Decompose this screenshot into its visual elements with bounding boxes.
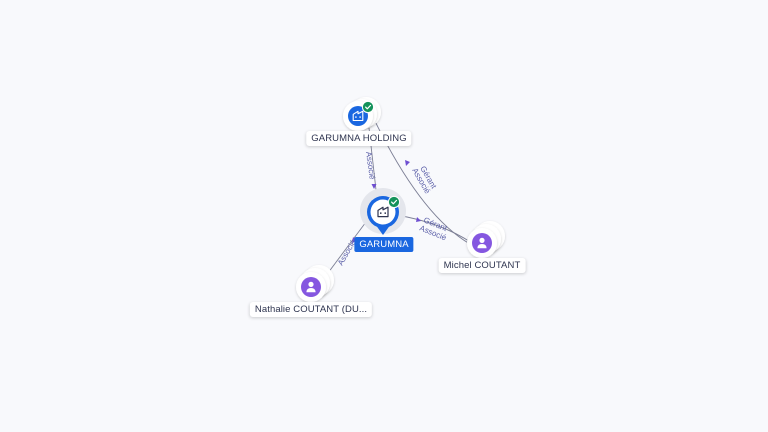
node-michel-coutant[interactable] — [467, 221, 505, 258]
building-icon — [348, 106, 368, 126]
edge-holding-main-label: Associé — [364, 151, 377, 181]
person-icon — [472, 233, 492, 253]
edge-michel-holding-arrow — [405, 160, 410, 166]
building-icon — [377, 206, 389, 218]
node-label-nathalie-coutant[interactable]: Nathalie COUTANT (DU... — [249, 302, 373, 317]
node-label-garumna[interactable]: GARUMNA — [354, 237, 414, 252]
person-icon — [301, 277, 321, 297]
check-badge-icon — [387, 195, 401, 209]
node-garumna[interactable] — [360, 188, 406, 235]
node-label-michel-coutant[interactable]: Michel COUTANT — [438, 258, 526, 273]
node-garumna-holding[interactable] — [343, 97, 381, 131]
edge-michel-main-arrow — [416, 217, 421, 222]
check-badge-icon — [361, 100, 375, 114]
node-label-garumna-holding[interactable]: GARUMNA HOLDING — [306, 131, 412, 146]
edge-holding-main-arrow — [371, 184, 377, 189]
node-nathalie-coutant[interactable] — [296, 265, 334, 302]
